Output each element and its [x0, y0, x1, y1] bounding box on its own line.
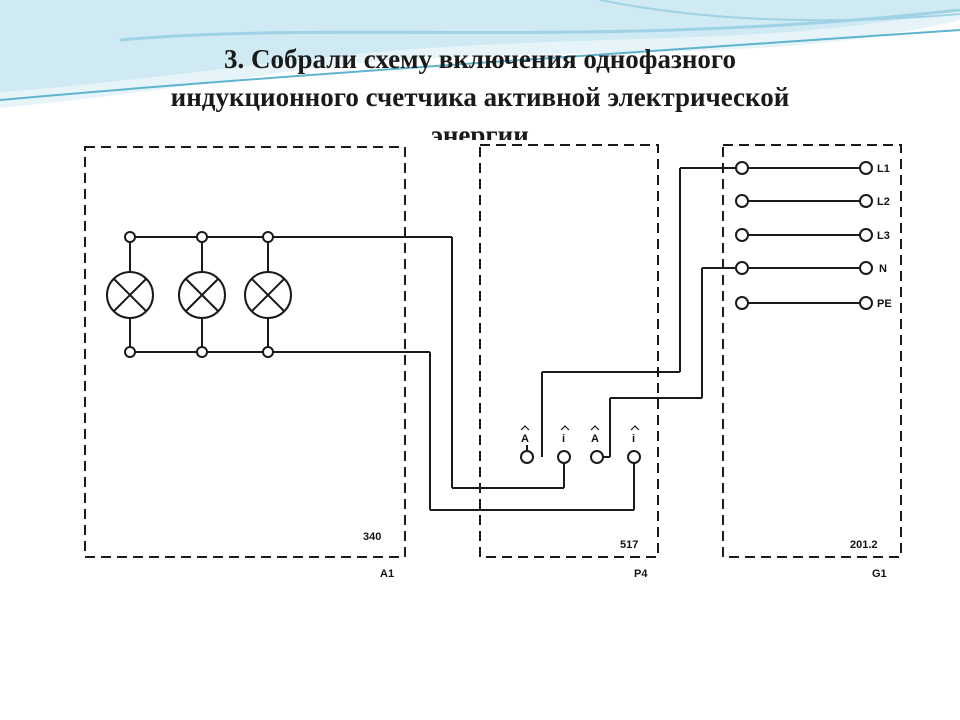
meter-wiring: [526, 167, 742, 458]
meter-terminal-label-1: A: [521, 433, 529, 445]
block-a1-code: 340: [363, 531, 381, 543]
block-a1-border: [84, 146, 406, 558]
meter-terminal-label-3: A: [591, 433, 599, 445]
lamp-1-icon: [106, 271, 154, 319]
meter-terminal-label-4: i: [632, 433, 635, 445]
meter-terminal-3: [590, 450, 604, 464]
meter-terminals: [520, 450, 641, 464]
meter-terminal-label-2: i: [562, 433, 565, 445]
header-wave-decoration: [0, 0, 960, 108]
meter-terminal-hat-icons: [520, 425, 640, 431]
block-g1-name: G1: [872, 568, 887, 580]
lamp-terminals: [124, 231, 274, 358]
terminal-label-pe: PE: [877, 298, 892, 310]
lamp-3-icon: [244, 271, 292, 319]
diagram-panel: [82, 140, 922, 605]
terminal-label-n: N: [879, 263, 887, 275]
block-p4-border: [479, 144, 659, 558]
block-a1-name: A1: [380, 568, 394, 580]
power-source-terminals: [735, 161, 873, 310]
lamp-2-icon: [178, 271, 226, 319]
block-g1-code: 201.2: [850, 539, 878, 551]
meter-terminal-1: [520, 450, 534, 464]
terminal-label-l2: L2: [877, 196, 890, 208]
block-p4-code: 517: [620, 539, 638, 551]
meter-terminal-2: [557, 450, 571, 464]
terminal-label-l1: L1: [877, 163, 890, 175]
power-source-lines: [742, 167, 866, 304]
block-p4-name: P4: [634, 568, 648, 580]
title-line-1: 3. Собрали схему включения однофазного: [224, 44, 736, 74]
terminal-label-l3: L3: [877, 230, 890, 242]
meter-terminal-4: [627, 450, 641, 464]
block-g1-border: [722, 144, 902, 558]
title-line-2: индукционного счетчика активной электрич…: [170, 82, 790, 112]
